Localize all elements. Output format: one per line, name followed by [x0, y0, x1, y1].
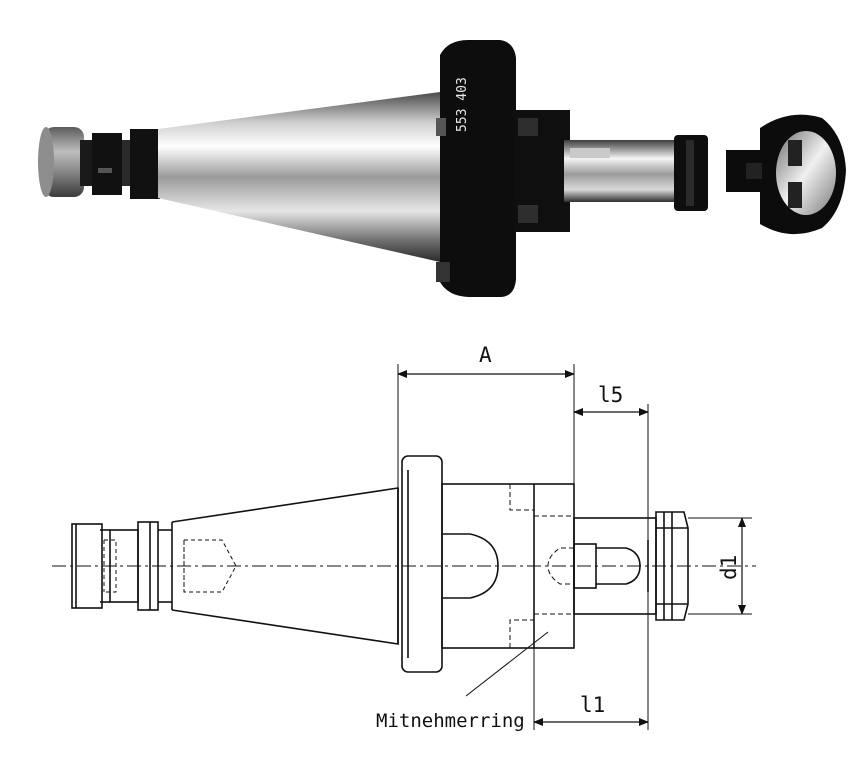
dimension-l5 [573, 404, 649, 730]
dimension-l1 [533, 648, 649, 730]
ring-leader-line [465, 631, 549, 697]
dimension-d1 [688, 517, 752, 615]
flange: 553 403 [436, 40, 516, 297]
label-l1: l1 [580, 693, 605, 717]
technical-drawing [52, 364, 756, 730]
arbor-shaft [564, 140, 684, 202]
label-A: A [479, 343, 492, 367]
flange-engraving: 553 403 [455, 77, 470, 132]
label-d1: d1 [717, 555, 741, 580]
retention-knob [38, 127, 160, 199]
drive-ring [514, 110, 570, 232]
drawing-retention-knob [71, 521, 237, 611]
clamping-ring [726, 114, 846, 235]
tool-holder-photo: 553 403 [38, 40, 846, 297]
dimension-A [397, 364, 575, 488]
drawing-flange [401, 455, 499, 673]
shaft-nut [674, 135, 708, 211]
label-mitnehmerring: Mitnehmerring [376, 710, 525, 732]
taper-cone [158, 92, 440, 262]
label-l5: l5 [598, 383, 623, 407]
